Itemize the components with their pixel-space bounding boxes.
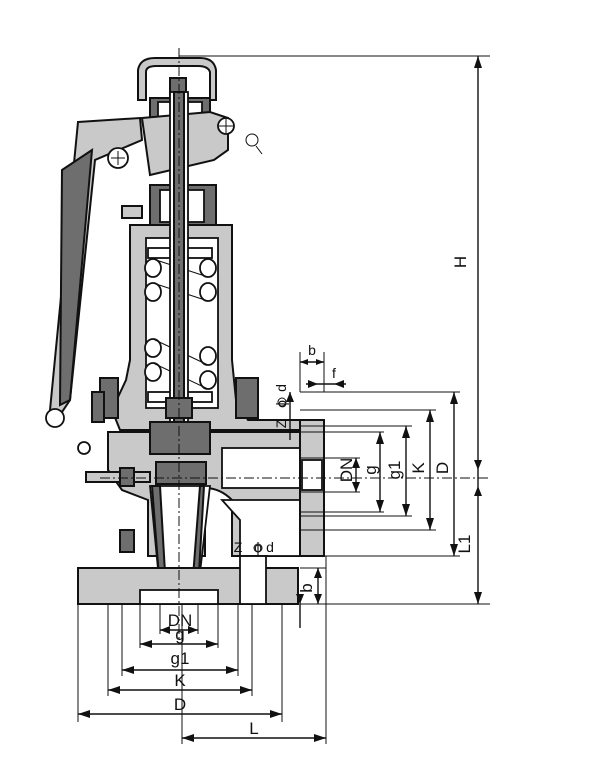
label-k-bottom: K: [174, 671, 186, 690]
label-phi-bottom: ϕ: [254, 539, 262, 555]
outlet-flange: [299, 419, 325, 557]
label-dn-bottom: DN: [168, 611, 193, 630]
label-d-bottom: d: [266, 539, 274, 555]
label-g1-side: g1: [385, 461, 404, 480]
side-bolt: [77, 441, 151, 487]
dimension-lines: [78, 56, 482, 742]
label-l1: L1: [455, 535, 474, 554]
label-g1-bottom: g1: [171, 649, 190, 668]
label-k-side: K: [409, 462, 428, 474]
label-f-top: f: [332, 365, 336, 381]
label-d-top: d: [273, 384, 289, 392]
housing-bolts: [91, 205, 259, 423]
label-phi-top: ϕ: [273, 400, 289, 408]
label-z-bottom: Z: [234, 539, 243, 555]
label-h: H: [451, 256, 470, 268]
inlet-flange: [77, 555, 299, 605]
label-d-bottom-flange: D: [174, 695, 186, 714]
label-g-bottom: g: [175, 625, 184, 644]
annotation-symbols: [77, 133, 263, 455]
dimension-labels: H L1 D K g1 g DN b f b Z ϕ d Z ϕ d DN g …: [168, 256, 474, 738]
label-b-top: b: [308, 342, 316, 358]
centerlines: [100, 48, 490, 640]
lifting-lever: [45, 110, 235, 428]
label-d-side: D: [433, 462, 452, 474]
label-b-side: b: [297, 583, 316, 592]
label-l: L: [249, 719, 258, 738]
label-z-top: Z: [273, 419, 289, 428]
label-dn-side: DN: [337, 458, 356, 483]
label-g-side: g: [361, 465, 380, 474]
extension-lines: [77, 55, 490, 744]
